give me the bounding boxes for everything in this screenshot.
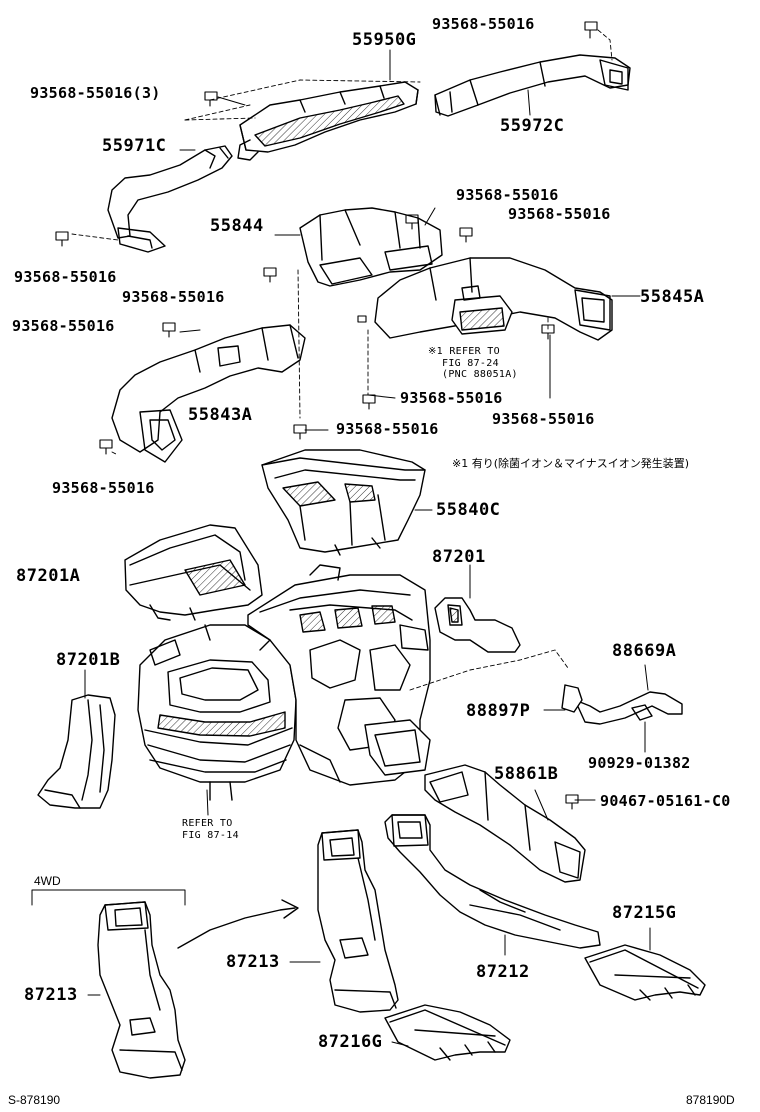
duct-55845a — [374, 257, 613, 341]
refer-note-1: ※1 REFER TO FIG 87-24 (PNC 88051A) — [428, 346, 518, 381]
part-label-87215g: 87215G — [612, 903, 677, 923]
register-87216g — [384, 1004, 511, 1061]
duct-87213-4wd — [97, 901, 186, 1079]
part-label-55845a: 55845A — [640, 287, 705, 307]
footer-right-code: 878190D — [686, 1093, 735, 1107]
duct-87212 — [384, 814, 601, 949]
duct-55971c — [107, 145, 233, 253]
part-label-55972c: 55972C — [500, 116, 565, 136]
part-label-87213: 87213 — [226, 952, 280, 972]
refer-note-line: FIG 87-24 — [442, 357, 499, 369]
refer-note-line: (PNC 88051A) — [442, 369, 518, 380]
bolt-label: 93568-55016 — [508, 205, 611, 223]
part-label-87201: 87201 — [432, 547, 486, 567]
part-label-87201a: 87201A — [16, 566, 81, 586]
bolt-label: 93568-55016 — [52, 479, 155, 497]
part-label-88897p: 88897P — [466, 701, 531, 721]
duct-58861b — [424, 764, 586, 883]
bolt-label: 93568-55016 — [432, 15, 535, 33]
duct-55844 — [299, 207, 443, 287]
bolt-label: 93568-55016 — [456, 186, 559, 204]
part-label-90467: 90467-05161-C0 — [600, 792, 731, 810]
bolt-label: 93568-55016 — [400, 389, 503, 407]
bolt-label: 93568-55016 — [14, 268, 117, 286]
refer-note-line: FIG 87-14 — [182, 829, 239, 841]
duct-87213 — [317, 829, 399, 1013]
bolt-label: 93568-55016 — [336, 420, 439, 438]
part-label-90929: 90929-01382 — [588, 754, 691, 772]
part-label-87201b: 87201B — [56, 650, 121, 670]
footer-left-code: S-878190 — [8, 1093, 61, 1107]
bolt-label: 93568-55016 — [122, 288, 225, 306]
part-label-87212: 87212 — [476, 962, 530, 982]
refer-note-line: REFER TO — [182, 818, 233, 829]
part-label-87213-4wd: 87213 — [24, 985, 78, 1005]
bolt-icons — [55, 21, 598, 810]
duct-87201b — [37, 694, 116, 809]
part-label-55840c: 55840C — [436, 500, 501, 520]
variant-label: 4WD — [34, 874, 61, 888]
part-label-55844: 55844 — [210, 216, 264, 236]
bolt-label: 93568-55016 — [12, 317, 115, 335]
hose-88669a — [561, 684, 683, 725]
ion-generator-note: ※1 有り(除菌イオン＆マイナスイオン発生装置) — [452, 457, 690, 470]
bolt-label: 93568-55016 — [492, 410, 595, 428]
duct-55972c — [434, 54, 631, 117]
cover-55840c — [261, 449, 426, 556]
part-label-55950g: 55950G — [352, 30, 417, 50]
duct-55843a — [111, 324, 306, 463]
bracket-87201 — [434, 597, 521, 653]
part-label-58861b: 58861B — [494, 764, 559, 784]
part-label-55971c: 55971C — [102, 136, 167, 156]
register-87215g — [584, 944, 706, 1001]
duct-55950g — [237, 81, 419, 161]
hvac-unit — [137, 564, 431, 801]
part-label-87216g: 87216G — [318, 1032, 383, 1052]
inlet-87201a — [124, 524, 263, 621]
part-label-88669a: 88669A — [612, 641, 677, 661]
part-label-55843a: 55843A — [188, 405, 253, 425]
refer-note-line: ※1 REFER TO — [428, 346, 500, 357]
bolt-label: 93568-55016(3) — [30, 84, 161, 102]
refer-note-2: REFER TO FIG 87-14 — [182, 818, 239, 841]
